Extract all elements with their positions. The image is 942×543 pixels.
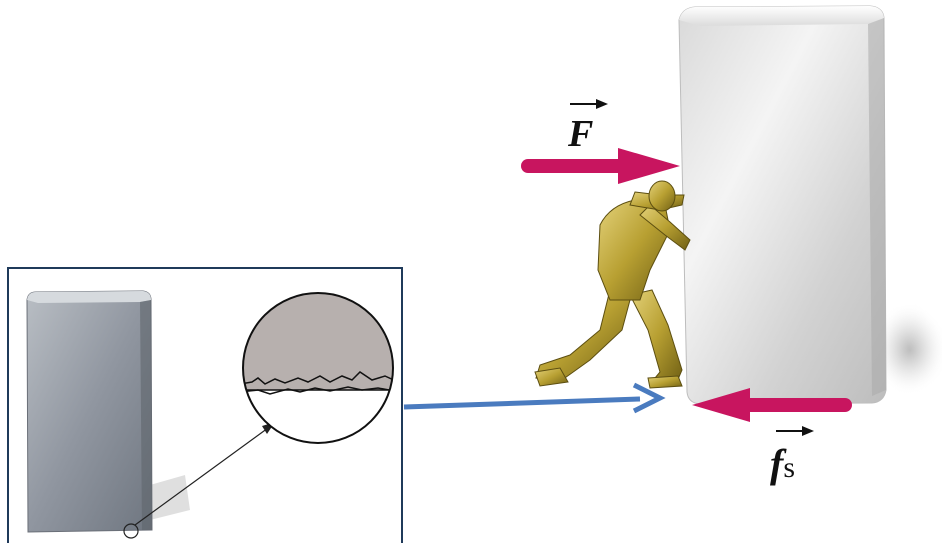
large-block (678, 5, 887, 405)
large-block-shadow (870, 300, 942, 395)
static-friction-label-subscript: s (783, 451, 796, 484)
applied-force-arrow (521, 148, 680, 184)
contact-point-marker (123, 523, 139, 539)
vector-arrow-fs (776, 426, 814, 436)
person-pushing-icon (534, 180, 691, 389)
applied-force-label: F (568, 113, 594, 155)
static-friction-label-main: f (770, 441, 784, 486)
inset-link-arrow (403, 382, 666, 414)
static-friction-arrow (692, 388, 852, 422)
small-block-shadow (150, 475, 190, 520)
static-friction-label: fs (770, 440, 795, 487)
small-block (26, 290, 153, 533)
vector-arrow-F (570, 99, 608, 109)
